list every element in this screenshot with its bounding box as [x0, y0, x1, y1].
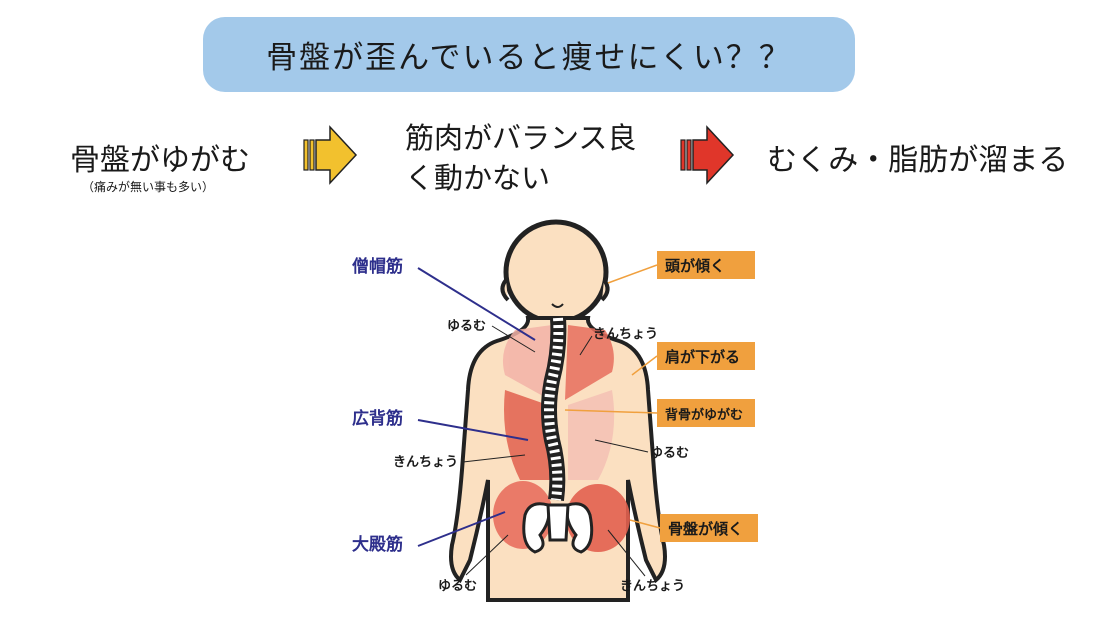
- title-banner: 骨盤が歪んでいると痩せにくい？？: [203, 17, 855, 92]
- state-tense-lower: きんちょう: [620, 579, 685, 594]
- step2-line1: 筋肉がバランス良: [405, 121, 637, 155]
- state-loose-mid: ゆるむ: [650, 446, 689, 461]
- spine-vertebrae: [544, 317, 564, 501]
- arrow-right-icon: [303, 125, 358, 185]
- label-trapezius: 僧帽筋: [352, 256, 403, 277]
- muscle-trapezius: [502, 325, 614, 400]
- arrow-right-icon: [680, 125, 735, 185]
- step-pelvis-distorts: 骨盤がゆがむ: [70, 143, 250, 178]
- label-gluteus: 大殿筋: [352, 534, 403, 555]
- state-tense-upper: きんちょう: [593, 327, 658, 342]
- state-loose-lower: ゆるむ: [438, 579, 477, 594]
- step-muscle-imbalance: 筋肉がバランス良 く動かない: [405, 118, 636, 198]
- head: [500, 219, 610, 325]
- tag-head-tilts: 頭が傾く: [657, 251, 755, 279]
- tag-spine-distorts: 背骨がゆがむ: [657, 399, 755, 427]
- state-loose-upper: ゆるむ: [447, 319, 486, 334]
- step-swelling-fat: むくみ・脂肪が溜まる: [767, 143, 1069, 178]
- label-latissimus: 広背筋: [352, 408, 403, 429]
- pelvis: [522, 502, 594, 554]
- state-tense-mid: きんちょう: [393, 455, 458, 470]
- muscle-latissimus: [504, 390, 615, 480]
- page-title: 骨盤が歪んでいると痩せにくい？？: [266, 40, 792, 76]
- step-pelvis-note: （痛みが無い事も多い）: [82, 180, 215, 194]
- step2-line2: く動かない: [405, 161, 551, 195]
- tag-pelvis-tilts: 骨盤が傾く: [660, 514, 758, 542]
- tag-shoulder-drops: 肩が下がる: [657, 342, 755, 370]
